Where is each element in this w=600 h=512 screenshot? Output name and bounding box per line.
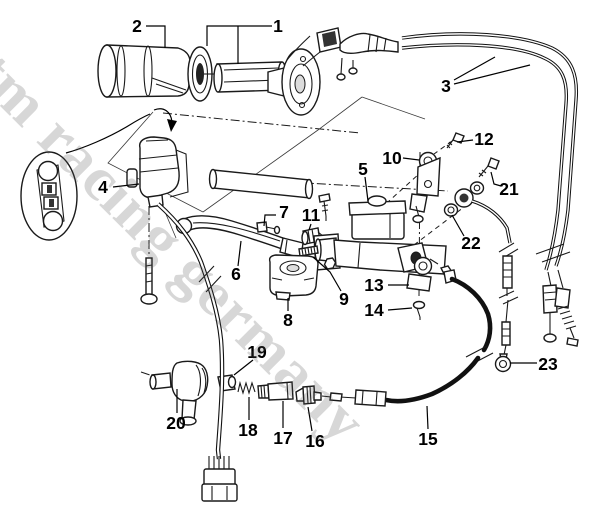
hose-washers: [443, 181, 485, 217]
part-number-14: 14: [364, 300, 384, 320]
bar-clamp: [406, 256, 439, 292]
lever-boot: [268, 254, 319, 301]
leader-line-part-1: [206, 25, 272, 46]
arrowhead-icon: [167, 119, 177, 132]
throttle-cables: [401, 32, 579, 347]
brake-cable: [321, 265, 494, 407]
lever-pivot-screw: [256, 221, 281, 235]
switch-fitting-17: [257, 381, 294, 401]
leader-line-part-12: [456, 139, 474, 143]
handlebar-grip: [97, 44, 191, 98]
switch-detail-inset: [20, 108, 177, 241]
leader-line-part-3: [453, 56, 496, 81]
leader-line-part-19: [233, 359, 254, 376]
part-number-9: 9: [339, 289, 349, 309]
leader-line-part-4: [112, 183, 140, 188]
switch-fitting-16: [295, 385, 322, 405]
part-number-3: 3: [441, 76, 451, 96]
part-number-7: 7: [279, 202, 289, 222]
handlebar-end: [208, 168, 314, 200]
piston-kit: [301, 227, 324, 246]
leader-line-part-10: [402, 157, 420, 161]
upper-brake-line: [471, 199, 519, 373]
part-number-8: 8: [283, 310, 293, 330]
switch-clamp-bolt: [140, 257, 158, 305]
cable-adjuster: [354, 389, 387, 407]
part-number-21: 21: [499, 179, 519, 199]
switch-wire: [156, 202, 225, 460]
banjo-bolt: [478, 157, 500, 178]
cable-break-marks: [535, 243, 571, 263]
leader-line-part-21: [490, 171, 502, 187]
wire-break-marks: [198, 265, 222, 293]
part-number-4: 4: [98, 177, 108, 197]
part-number-12: 12: [474, 129, 494, 149]
leader-line-part-2: [146, 25, 166, 48]
part-number-16: 16: [305, 431, 325, 451]
part-number-22: 22: [461, 233, 481, 253]
clamp-bolt-lower: [412, 300, 426, 320]
leader-line-part-11: [308, 223, 312, 231]
part-number-17: 17: [273, 428, 292, 448]
switch-body-20: [149, 360, 209, 426]
part-number-20: 20: [166, 413, 186, 433]
part-number-15: 15: [418, 429, 438, 449]
wire-connector: [201, 456, 238, 502]
cable-ball-end: [494, 355, 512, 373]
part-number-23: 23: [538, 354, 558, 374]
leader-line-part-6: [237, 240, 242, 267]
leader-line-part-14: [387, 307, 413, 311]
pivot-nut: [323, 257, 337, 270]
part-number-11: 11: [302, 205, 321, 225]
leader-line-part-7: [263, 214, 276, 227]
leader-line-part-9: [312, 256, 342, 292]
rotation-arrow: [153, 108, 173, 123]
part-number-1: 1: [273, 16, 283, 36]
part-number-19: 19: [247, 342, 267, 362]
leader-line-part-22: [451, 214, 465, 237]
part-number-13: 13: [364, 275, 384, 295]
clamp-screw: [318, 193, 331, 221]
throttle-flange-disc: [187, 46, 216, 102]
part-number-18: 18: [238, 420, 258, 440]
throttle-housing: [267, 27, 399, 116]
part-number-10: 10: [382, 148, 402, 168]
part-number-2: 2: [132, 16, 142, 36]
leader-line-part-16: [307, 406, 313, 432]
leader-line-part-3: [453, 64, 531, 85]
leader-line-part-5: [364, 176, 369, 202]
mount-bracket: [409, 151, 441, 224]
leader-line-part-15: [426, 405, 429, 430]
part-number-6: 6: [231, 264, 241, 284]
bracket-bolt: [446, 132, 465, 149]
switch-spring-18: [237, 380, 256, 395]
switch-housing: [126, 136, 189, 208]
brake-lever: [175, 215, 304, 259]
part-number-5: 5: [358, 159, 368, 179]
